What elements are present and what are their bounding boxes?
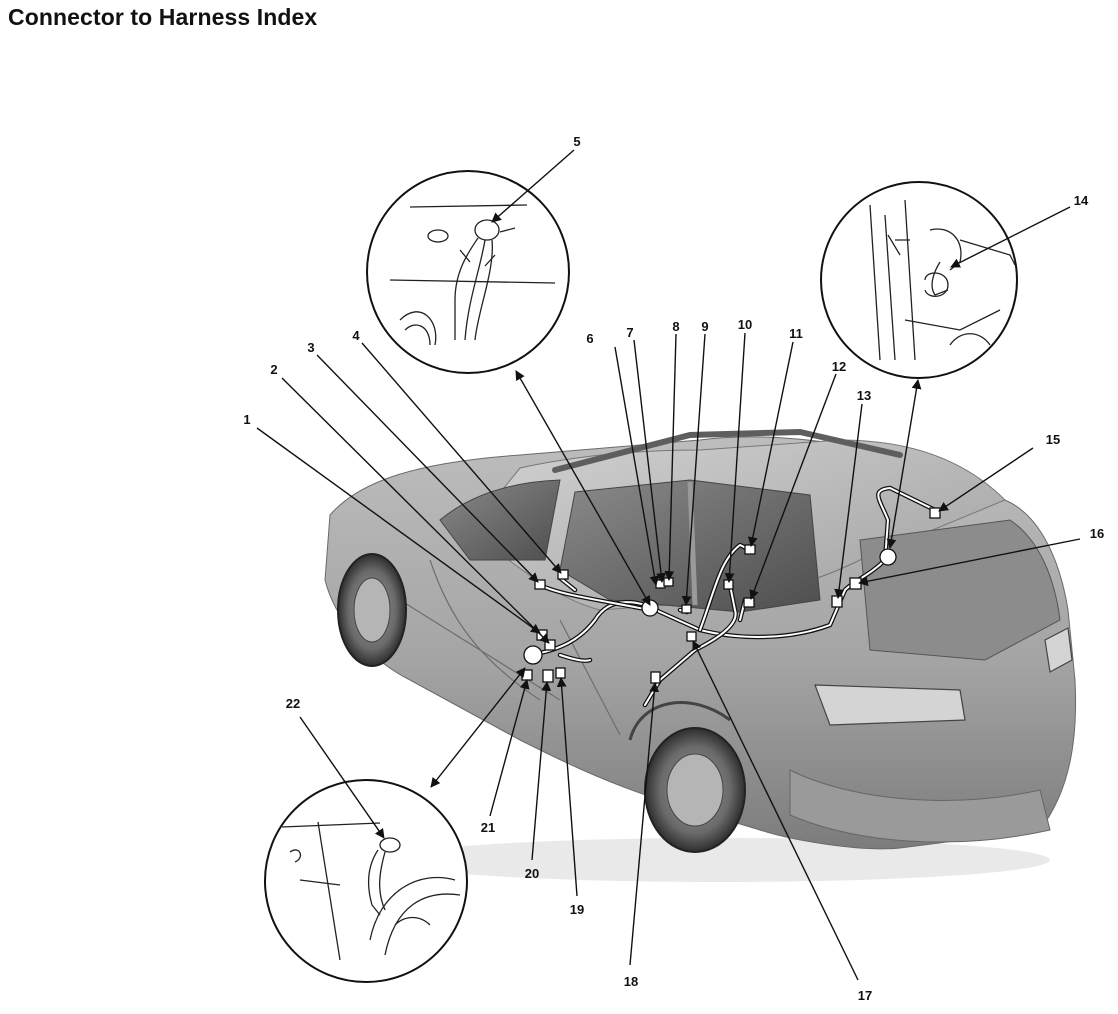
callout-10: 10 bbox=[738, 317, 752, 332]
connector-19 bbox=[555, 667, 566, 679]
connector-11 bbox=[744, 544, 756, 555]
connector-20 bbox=[542, 669, 554, 683]
callout-13: 13 bbox=[857, 388, 871, 403]
ground-14 bbox=[879, 548, 897, 566]
callout-5: 5 bbox=[573, 134, 580, 149]
callout-19: 19 bbox=[570, 902, 584, 917]
detail-view-22 bbox=[264, 779, 468, 983]
connector-18 bbox=[650, 671, 661, 684]
connector-12 bbox=[743, 597, 755, 608]
ground-22 bbox=[523, 645, 543, 665]
callout-numbers: 1 2 3 4 5 6 7 8 9 10 11 12 13 14 15 16 1… bbox=[243, 134, 1104, 1003]
callout-16: 16 bbox=[1090, 526, 1104, 541]
callout-17: 17 bbox=[858, 988, 872, 1003]
callout-3: 3 bbox=[307, 340, 314, 355]
callout-1: 1 bbox=[243, 412, 250, 427]
rear-window bbox=[859, 519, 1061, 661]
connector-21 bbox=[521, 669, 533, 681]
callout-6: 6 bbox=[586, 331, 593, 346]
callout-12: 12 bbox=[832, 359, 846, 374]
connector-13 bbox=[831, 595, 843, 608]
page-title: Connector to Harness Index bbox=[8, 4, 318, 30]
connector-15 bbox=[929, 507, 941, 519]
callout-18: 18 bbox=[624, 974, 638, 989]
tail-light-right bbox=[1044, 627, 1073, 673]
callout-9: 9 bbox=[701, 319, 708, 334]
detail-view-14 bbox=[820, 181, 1018, 379]
leader-lines bbox=[256, 149, 1081, 981]
detail-view-5 bbox=[366, 170, 570, 374]
callout-20: 20 bbox=[525, 866, 539, 881]
callout-7: 7 bbox=[626, 325, 633, 340]
callout-15: 15 bbox=[1046, 432, 1060, 447]
connector-2 bbox=[544, 639, 556, 651]
callout-2: 2 bbox=[270, 362, 277, 377]
callout-22: 22 bbox=[286, 696, 300, 711]
callout-21: 21 bbox=[481, 820, 495, 835]
callout-4: 4 bbox=[352, 328, 360, 343]
callout-8: 8 bbox=[672, 319, 679, 334]
connector-9 bbox=[681, 604, 692, 614]
callout-14: 14 bbox=[1074, 193, 1089, 208]
tail-light-left bbox=[814, 684, 966, 726]
connector-17 bbox=[686, 631, 697, 642]
callout-11: 11 bbox=[789, 326, 803, 341]
ground-6 bbox=[641, 599, 659, 617]
